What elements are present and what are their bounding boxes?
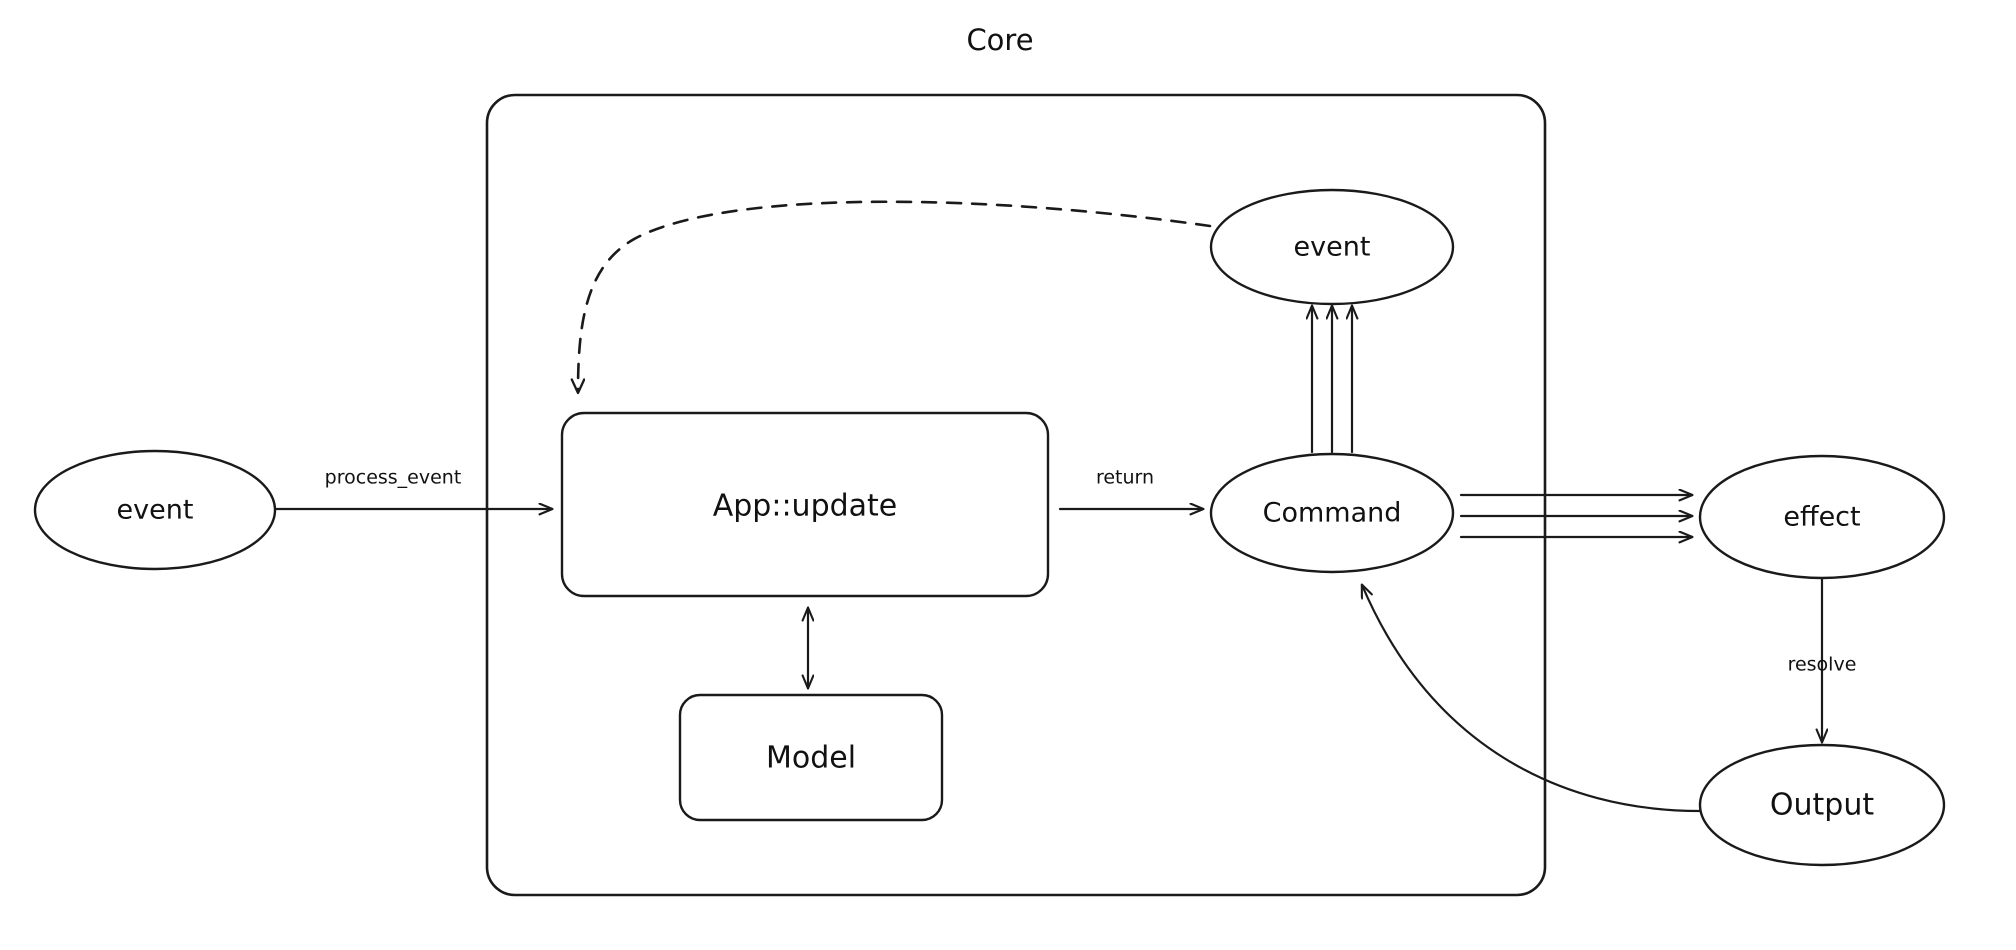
edge-resolve-label: resolve (1788, 654, 1857, 676)
node-output-label: Output (1770, 788, 1874, 823)
node-effect[interactable]: effect (1698, 454, 1946, 580)
node-command[interactable]: Command (1209, 452, 1455, 574)
node-app-update[interactable]: App::update (560, 411, 1050, 598)
node-app-update-box[interactable] (560, 411, 1050, 598)
node-event-output-ellipse[interactable] (1209, 188, 1455, 306)
edge-output-command (1362, 585, 1702, 813)
edge-process-event: process_event (271, 467, 552, 510)
node-event-input-ellipse[interactable] (33, 449, 277, 571)
node-model[interactable]: Model (678, 693, 944, 822)
edge-return: return (1058, 467, 1203, 510)
node-effect-label: effect (1783, 502, 1860, 533)
node-effect-ellipse[interactable] (1698, 454, 1946, 580)
node-model-label: Model (766, 741, 856, 776)
node-event-input[interactable]: event (33, 449, 277, 571)
node-app-update-label: App::update (713, 489, 898, 524)
core-boundary-label: Core (966, 23, 1033, 57)
edge-command-event-triple (1312, 306, 1352, 454)
edge-process-event-label: process_event (325, 467, 462, 489)
edge-event-app-dashed (578, 200, 1212, 392)
edge-return-label: return (1096, 467, 1154, 489)
node-command-ellipse[interactable] (1209, 452, 1455, 574)
edge-command-effect-triple (1459, 495, 1692, 537)
node-output-ellipse[interactable] (1698, 743, 1946, 867)
edge-resolve: resolve (1788, 576, 1857, 742)
edge-output-command-curve (1362, 585, 1702, 813)
node-output[interactable]: Output (1698, 743, 1946, 867)
node-event-input-label: event (117, 495, 194, 526)
node-command-label: Command (1263, 498, 1402, 529)
edge-event-app-dashed-curve (578, 200, 1212, 392)
node-event-output[interactable]: event (1209, 188, 1455, 306)
node-event-output-label: event (1294, 232, 1371, 263)
node-model-box[interactable] (678, 693, 944, 822)
